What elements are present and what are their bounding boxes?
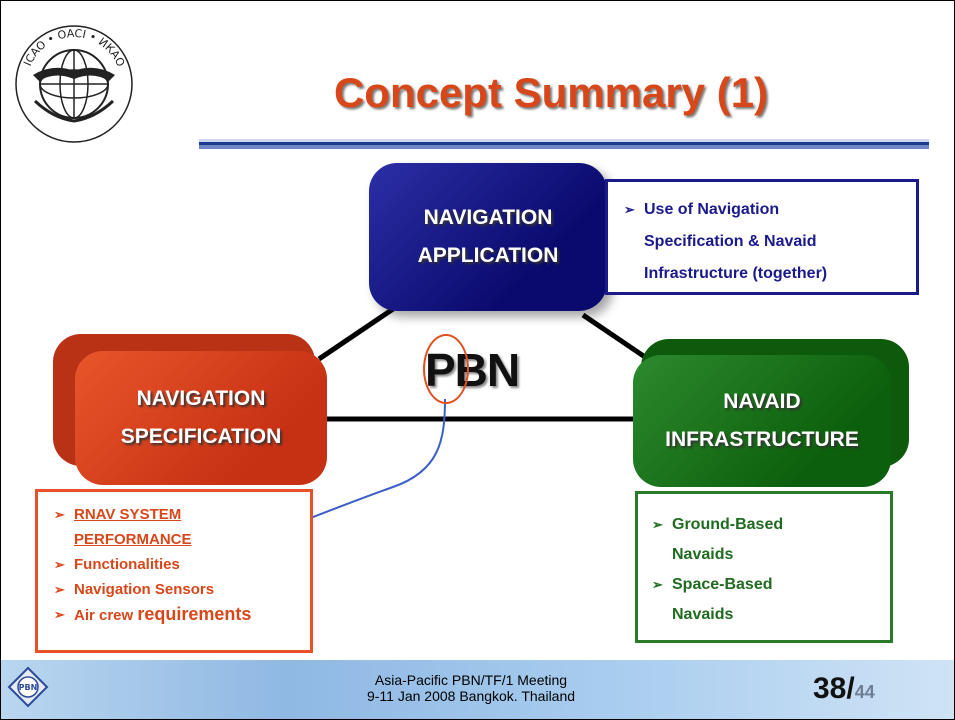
callout-application: ➢Use of Navigation Specification & Navai…: [605, 179, 919, 295]
bullet-arrow-icon: ➢: [54, 582, 65, 597]
bullet-arrow-icon: ➢: [54, 507, 65, 522]
node-navaid-line1: NAVAID: [723, 390, 801, 413]
callout-specification: ➢RNAV SYSTEM PERFORMANCE ➢Functionalitie…: [35, 489, 313, 653]
meeting-info: Asia-Pacific PBN/TF/1 Meeting 9-11 Jan 2…: [301, 672, 641, 704]
callout-navaid-item: Navaids: [672, 546, 734, 563]
bullet-arrow-icon: ➢: [54, 607, 65, 622]
callout-spec-item: ➢Functionalities: [50, 552, 310, 577]
callout-navaid-item: ➢Space-Based: [648, 570, 890, 600]
callout-spec-item: ➢Air crew requirements: [50, 602, 310, 628]
node-navigation-application: NAVIGATION APPLICATION: [369, 163, 607, 311]
connector-app-navaid: [581, 312, 647, 360]
page-current: 38/: [813, 672, 855, 705]
callout-app-item: Infrastructure (together): [644, 265, 828, 282]
node-spec-line1: NAVIGATION: [136, 387, 266, 410]
node-navigation-specification: NAVIGATION SPECIFICATION: [75, 351, 327, 485]
node-app-line1: NAVIGATION: [423, 206, 553, 229]
callout-navaid-item: ➢Ground-Based: [648, 510, 890, 540]
callout-navaid-item: Navaids: [672, 606, 734, 623]
page-title: Concept Summary (1): [333, 69, 769, 116]
callout-spec-item: ➢Navigation Sensors: [50, 577, 310, 602]
slide-footer: PBN Asia-Pacific PBN/TF/1 Meeting 9-11 J…: [1, 660, 954, 719]
pbn-highlight-ring: [423, 334, 469, 404]
node-spec-line2: SPECIFICATION: [120, 425, 282, 448]
callout-spec-item: ➢RNAV SYSTEM: [50, 502, 310, 527]
svg-text:PBN: PBN: [19, 683, 38, 692]
node-navaid-line2: INFRASTRUCTURE: [665, 428, 859, 451]
meeting-line2: 9-11 Jan 2008 Bangkok. Thailand: [366, 688, 576, 704]
callout-spec-item: PERFORMANCE: [74, 531, 192, 548]
page-total: 44: [854, 682, 875, 702]
bullet-arrow-icon: ➢: [652, 577, 663, 592]
pbn-badge-icon: PBN: [7, 666, 49, 708]
callout-app-item: Specification & Navaid: [644, 233, 817, 250]
bullet-arrow-icon: ➢: [624, 202, 635, 217]
page-number: 38/44: [813, 672, 875, 706]
title-divider: [199, 139, 929, 149]
bullet-arrow-icon: ➢: [652, 517, 663, 532]
node-navaid-infrastructure: NAVAID INFRASTRUCTURE: [633, 355, 891, 487]
callout-infrastructure: ➢Ground-Based Navaids ➢Space-Based Navai…: [635, 491, 893, 643]
connector-app-spec: [317, 306, 395, 362]
node-app-line2: APPLICATION: [417, 244, 559, 267]
callout-app-item: ➢Use of Navigation: [620, 194, 916, 226]
bullet-arrow-icon: ➢: [54, 557, 65, 572]
icao-logo-icon: ICAO • OACI • ИКАО: [15, 25, 133, 143]
meeting-line1: Asia-Pacific PBN/TF/1 Meeting: [374, 672, 568, 688]
